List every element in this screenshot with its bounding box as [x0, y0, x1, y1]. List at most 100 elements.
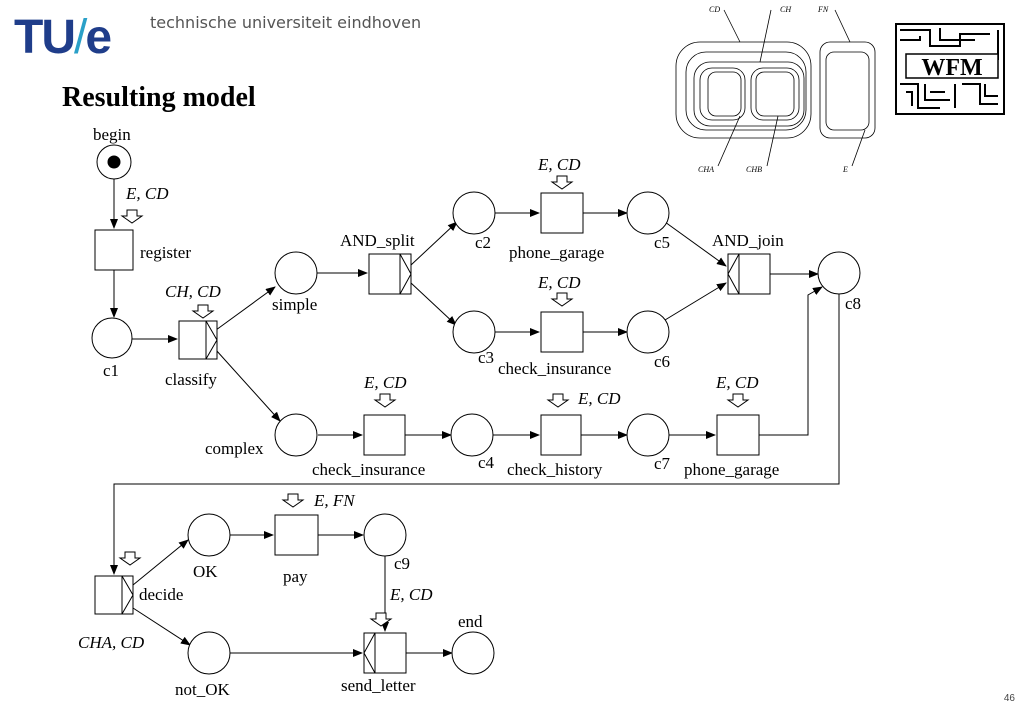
arc-classify-simple [215, 286, 276, 331]
label-c9: c9 [394, 554, 410, 573]
places [91, 144, 861, 675]
trigger-phone-garage-bottom [726, 393, 750, 408]
label-begin: begin [93, 125, 131, 144]
trigger-phone-garage-top [550, 175, 574, 190]
inset-labels: CD CH FN CHA CHB E [698, 5, 848, 174]
transition-and-split [368, 253, 412, 295]
trigger-check-history [546, 393, 570, 408]
trigger-check-insurance-top [550, 292, 574, 307]
place-c5 [626, 191, 670, 235]
inset-e-leader [851, 129, 866, 167]
trigger-check-insurance-bottom [373, 393, 397, 408]
inset-label-cd: CD [709, 5, 720, 14]
place-c7 [626, 413, 670, 457]
arc-andsplit-c2 [410, 221, 458, 266]
wfm-logo: WFM [895, 23, 1005, 115]
label-simple: simple [272, 295, 317, 314]
inset-chb-leader [766, 115, 779, 167]
transition-labels: register classify AND_split phone_garage… [139, 231, 784, 695]
label-c1: c1 [103, 361, 119, 380]
logo-tu-text: TU [14, 11, 76, 64]
label-check-history: check_history [507, 460, 603, 479]
transitions [94, 192, 771, 674]
arc-decide-ok [132, 539, 189, 586]
arc-c5-andjoin [664, 221, 727, 267]
res-check-history: E, CD [577, 389, 621, 408]
arc-c8-decide [110, 293, 840, 575]
inset-chb-inner [755, 71, 795, 117]
label-c5: c5 [654, 233, 670, 252]
place-c4 [450, 413, 494, 457]
slide-title: Resulting model [62, 82, 256, 113]
label-c2: c2 [475, 233, 491, 252]
arc-decide-notok [132, 607, 191, 646]
res-pay: E, FN [313, 491, 356, 510]
inset-ch-box [693, 61, 805, 127]
inset-label-chb: CHB [746, 165, 762, 174]
inset-label-cha: CHA [698, 165, 714, 174]
inset-label-e: E [842, 165, 848, 174]
place-simple [274, 251, 318, 295]
inset-outer-box [675, 41, 812, 139]
place-c9 [363, 513, 407, 557]
place-labels: begin c1 simple complex c2 c3 c4 c5 c6 c… [93, 125, 861, 699]
arc-andsplit-c3 [410, 282, 457, 326]
label-c8: c8 [845, 294, 861, 313]
res-send-letter: E, CD [389, 585, 433, 604]
place-not-ok [187, 631, 231, 675]
label-check-insurance-top: check_insurance [498, 359, 611, 378]
inset-fn-leader [834, 9, 851, 43]
arcs [110, 179, 840, 657]
logo-e-text: e [85, 11, 112, 64]
res-phone-garage-bottom: E, CD [715, 373, 759, 392]
trigger-decide [118, 551, 142, 566]
res-register: E, CD [125, 184, 169, 203]
trigger-classify [191, 304, 215, 319]
label-ok: OK [193, 562, 218, 581]
label-c4: c4 [478, 453, 495, 472]
trigger-register [120, 209, 144, 224]
transition-phone-garage-top [540, 192, 584, 234]
place-c3 [452, 310, 496, 354]
label-classify: classify [165, 370, 217, 389]
label-decide: decide [139, 585, 183, 604]
transition-decide [94, 575, 134, 615]
place-begin-token [107, 155, 121, 169]
label-pay: pay [283, 567, 308, 586]
tue-logo: TU/e [14, 10, 112, 65]
inset-ch-leader [759, 9, 772, 63]
inset-e-box [825, 51, 870, 131]
label-phone-garage-bottom: phone_garage [684, 460, 779, 479]
inset-cd-leader [723, 9, 741, 43]
place-end [451, 631, 495, 675]
trigger-send-letter [369, 612, 393, 627]
label-complex: complex [205, 439, 264, 458]
logo-slash: / [73, 11, 87, 64]
transition-check-history [540, 414, 582, 456]
page-number: 46 [1003, 693, 1015, 704]
place-complex [274, 413, 318, 457]
arc-phonegarage-c8 [759, 286, 823, 436]
res-classify: CH, CD [165, 282, 221, 301]
res-check-insurance-top: E, CD [537, 273, 581, 292]
inset-label-ch: CH [780, 5, 792, 14]
label-phone-garage-top: phone_garage [509, 243, 604, 262]
wfm-logo-text: WFM [921, 55, 982, 81]
label-register: register [140, 243, 191, 262]
inset-cha-leader [717, 115, 741, 167]
trigger-pay [281, 493, 305, 508]
place-ok [187, 513, 231, 557]
inset-fn-box [819, 41, 876, 139]
inset-label-fn: FN [817, 5, 829, 14]
label-not-ok: not_OK [175, 680, 231, 699]
resource-triggers [118, 175, 750, 627]
arc-c6-andjoin [664, 282, 727, 321]
label-end: end [458, 612, 483, 631]
res-decide: CHA, CD [78, 633, 145, 652]
label-c6: c6 [654, 352, 670, 371]
label-and-split: AND_split [340, 231, 415, 250]
transition-pay [274, 514, 319, 556]
university-name: technische universiteit eindhoven [150, 13, 422, 32]
label-and-join: AND_join [712, 231, 784, 250]
